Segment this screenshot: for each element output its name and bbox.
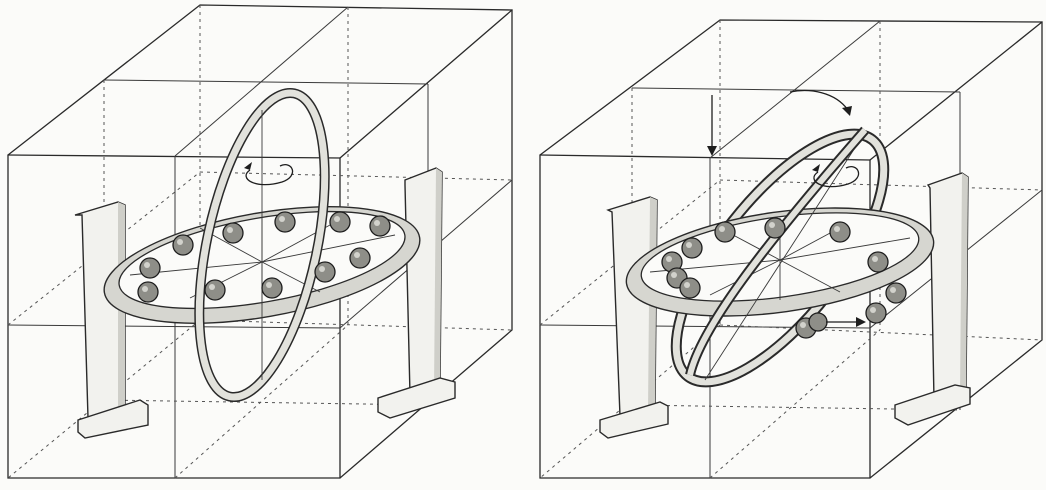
- left-panel: [7, 4, 513, 479]
- right-post-left: [599, 196, 669, 439]
- right-panel: [539, 19, 1043, 479]
- left-post-left: [74, 201, 149, 439]
- right-post-right: [894, 172, 971, 426]
- right-curved-arrow-icon: [789, 89, 852, 116]
- right-horizontal-arrow-icon: [826, 317, 866, 327]
- left-vertical-ring: [194, 87, 330, 403]
- left-post-right: [377, 167, 456, 419]
- right-downward-arrow-icon: [707, 95, 717, 156]
- right-tilted-ring-front: [685, 126, 869, 377]
- left-balls: [137, 211, 391, 303]
- right-balls: [661, 217, 907, 339]
- right-rotation-arrow-icon: [812, 164, 860, 188]
- left-rotation-arrow-icon: [244, 162, 294, 186]
